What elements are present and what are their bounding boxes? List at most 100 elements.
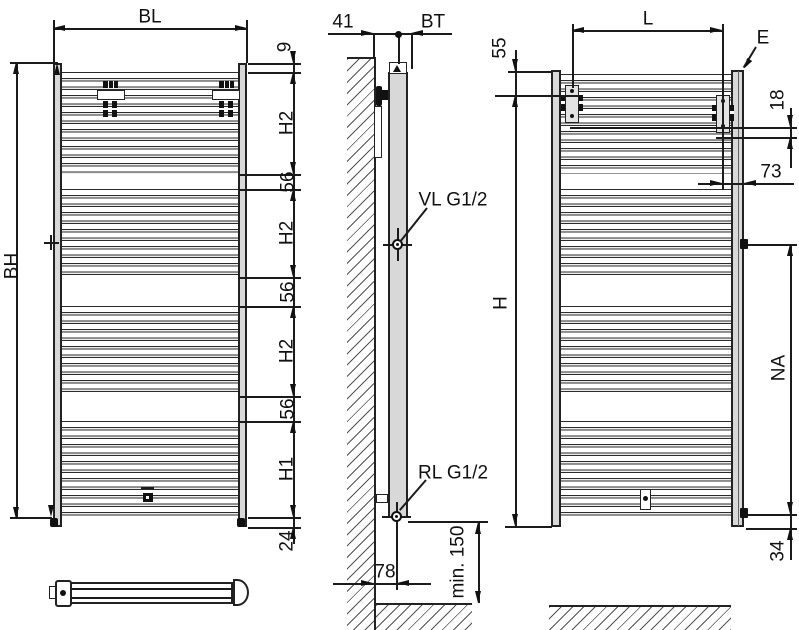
dim-arrow bbox=[744, 180, 756, 186]
dim-label-h: H bbox=[490, 296, 512, 310]
dimension-line bbox=[572, 30, 722, 32]
dim-label-l: L bbox=[642, 8, 654, 30]
dimension-line bbox=[515, 50, 517, 526]
dim-arrow bbox=[475, 591, 481, 603]
center-mark bbox=[50, 235, 52, 250]
dim-arrow bbox=[290, 265, 296, 277]
bracket-screw bbox=[570, 114, 574, 118]
dim-label-34: 34 bbox=[767, 540, 789, 562]
bracket-clip bbox=[219, 101, 233, 108]
dim-label-18: 18 bbox=[767, 89, 789, 111]
panel-top-marker bbox=[393, 65, 401, 72]
bracket-plate bbox=[212, 90, 240, 100]
bracket-wing bbox=[579, 95, 583, 111]
dim-arrow bbox=[512, 514, 518, 526]
dim-arrow bbox=[290, 527, 296, 539]
bracket-clip bbox=[219, 81, 234, 88]
bracket-clip bbox=[219, 110, 233, 117]
extension-line bbox=[248, 527, 301, 529]
tube-section bbox=[62, 189, 238, 277]
dimension-line bbox=[293, 51, 295, 544]
bracket-wing bbox=[712, 105, 716, 121]
extension-line bbox=[248, 72, 301, 74]
tube-section bbox=[62, 72, 238, 174]
bracket-wing bbox=[730, 105, 734, 121]
dim-label-78: 78 bbox=[374, 561, 396, 583]
wall-section bbox=[347, 57, 376, 630]
dim-arrow bbox=[475, 522, 481, 534]
bottom-cap bbox=[237, 518, 245, 527]
dim-arrow bbox=[290, 384, 296, 396]
dim-label-bl: BL bbox=[138, 6, 162, 28]
dim-arrow bbox=[290, 421, 296, 433]
dimension-line bbox=[333, 583, 431, 585]
extension-line bbox=[10, 517, 52, 519]
dimension-line bbox=[328, 33, 452, 35]
dim-arrow bbox=[787, 502, 793, 514]
extension-line bbox=[505, 526, 552, 528]
dim-arrow bbox=[290, 189, 296, 201]
dim-arrow bbox=[53, 25, 65, 31]
dim-arrow bbox=[290, 162, 296, 174]
extension-line bbox=[398, 33, 400, 64]
dim-arrow bbox=[13, 62, 19, 74]
collector-seam bbox=[738, 71, 740, 526]
extension-line bbox=[239, 174, 301, 176]
dim-arrow bbox=[512, 59, 518, 71]
dimension-line bbox=[790, 244, 792, 560]
drain-plug-dot bbox=[146, 496, 149, 499]
side-fitting bbox=[740, 239, 748, 249]
dim-label-73: 73 bbox=[760, 161, 782, 183]
left-collector-bar bbox=[551, 70, 561, 527]
extension-line bbox=[248, 517, 301, 519]
extension-line bbox=[53, 20, 55, 63]
label-rl: RL G1/2 bbox=[417, 462, 489, 484]
dim-arrow bbox=[290, 505, 296, 517]
dim-label-bt: BT bbox=[420, 11, 446, 33]
right-end-cap bbox=[233, 579, 249, 606]
dim-arrow bbox=[787, 528, 793, 540]
floor-section bbox=[549, 605, 731, 630]
bottom-cap bbox=[50, 518, 58, 527]
extension-line bbox=[748, 244, 797, 246]
dim-arrow bbox=[710, 180, 722, 186]
dim-arrow bbox=[361, 580, 373, 586]
extension-line bbox=[748, 514, 797, 516]
extension-line bbox=[246, 20, 248, 63]
bracket-screw bbox=[570, 89, 574, 93]
dim-arrow bbox=[411, 30, 423, 36]
vl-dot bbox=[396, 243, 399, 246]
bracket-clip bbox=[103, 81, 118, 88]
rl-dot bbox=[395, 515, 398, 518]
tube-section bbox=[62, 306, 238, 396]
dimension-line bbox=[53, 28, 247, 30]
pipe-stub bbox=[376, 494, 388, 503]
profile-line bbox=[68, 597, 233, 599]
dim-arrow bbox=[787, 137, 793, 149]
extension-line bbox=[746, 528, 797, 530]
dim-arrow bbox=[290, 51, 296, 63]
extension-line bbox=[411, 33, 413, 69]
tube-section bbox=[561, 74, 731, 174]
dimension-line bbox=[478, 522, 480, 603]
profile-line bbox=[68, 588, 233, 590]
tube-section bbox=[561, 189, 731, 277]
dim-arrow bbox=[572, 27, 584, 33]
label-e: E bbox=[756, 27, 770, 49]
tube-section bbox=[561, 306, 731, 396]
dimension-line bbox=[16, 62, 18, 519]
side-fitting bbox=[740, 508, 748, 518]
bracket-clip bbox=[103, 110, 117, 117]
dim-label-na: NA bbox=[768, 354, 790, 382]
extension-line bbox=[572, 24, 574, 88]
bracket-plate bbox=[97, 90, 125, 100]
extension-line bbox=[716, 137, 797, 139]
extension-line bbox=[408, 521, 488, 523]
valve-stub bbox=[49, 586, 56, 599]
extension-line bbox=[570, 127, 797, 129]
